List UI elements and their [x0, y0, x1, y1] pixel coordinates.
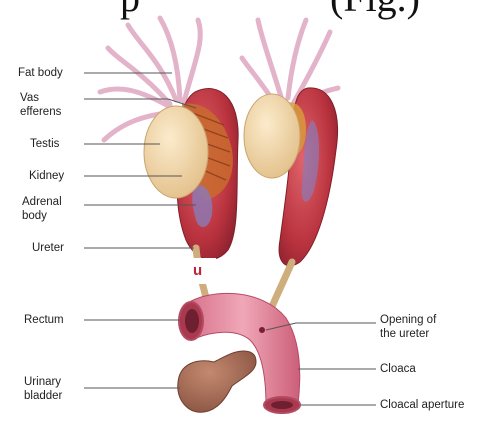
label-opening-of-ureter: Opening of the ureter: [380, 313, 436, 341]
opening-of-ureter: [259, 327, 265, 333]
testis-right: [244, 94, 300, 178]
overlay-letter: u: [193, 262, 202, 279]
urinary-bladder: [178, 351, 256, 412]
label-fat-body: Fat body: [18, 66, 63, 80]
label-adrenal-body: Adrenal body: [22, 195, 62, 223]
label-cloacal-aperture: Cloacal aperture: [380, 398, 464, 412]
label-cloaca: Cloaca: [380, 362, 416, 376]
label-rectum: Rectum: [24, 313, 64, 327]
overlay-patch: [6, 258, 216, 284]
label-kidney: Kidney: [29, 169, 64, 183]
label-ureter: Ureter: [32, 241, 64, 255]
label-urinary-bladder: Urinary bladder: [24, 375, 62, 403]
label-vas-efferens: Vas efferens: [20, 91, 61, 119]
testis-left: [144, 106, 208, 198]
label-testis: Testis: [30, 137, 59, 151]
